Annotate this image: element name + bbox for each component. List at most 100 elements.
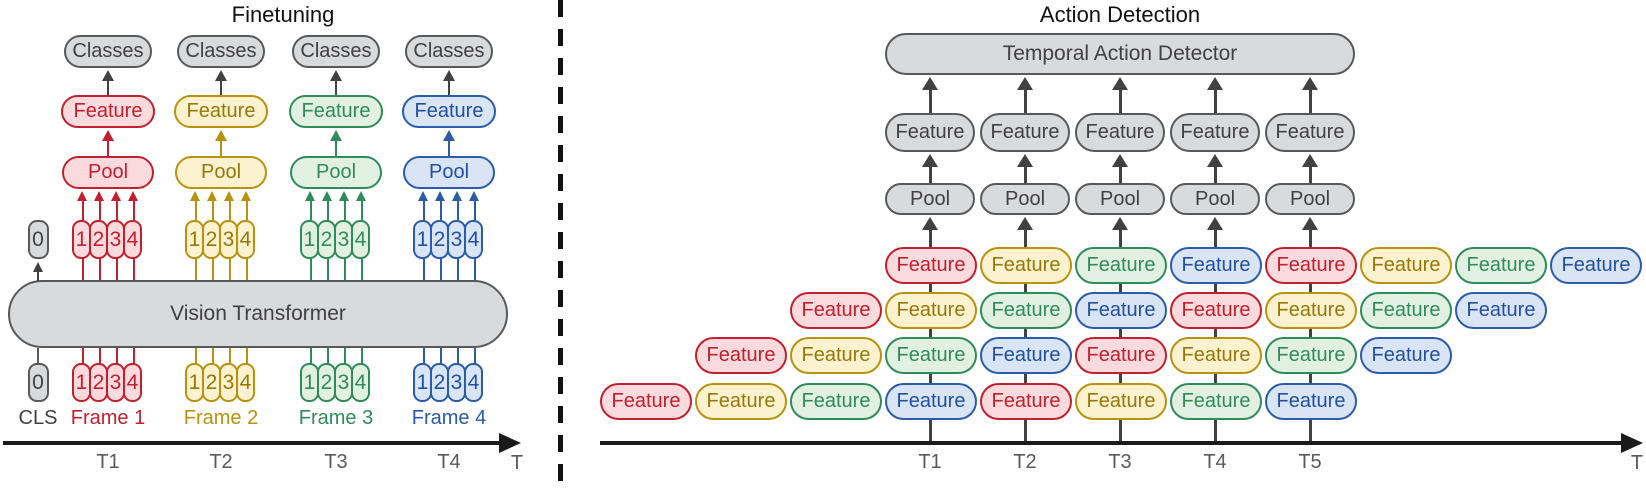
feature-pill-label: Feature (1371, 344, 1441, 366)
feature-pill-label: Feature (1181, 254, 1251, 276)
axis-tick-label: T1 (918, 451, 942, 473)
token-pill-label: 3 (337, 227, 350, 251)
connector-line (360, 199, 363, 220)
pool-box: Pool (885, 183, 975, 215)
up-arrow-icon (32, 262, 43, 272)
up-arrow-icon (94, 191, 104, 201)
connector-line (335, 79, 337, 95)
feature-pill-label: Feature (801, 344, 871, 366)
feature-pill-label: Feature (896, 254, 966, 276)
axis-tick-label: T4 (1203, 451, 1227, 473)
pool-box-label: Pool (909, 187, 951, 210)
token-pill-label: 3 (109, 227, 122, 251)
connector-line (343, 348, 346, 364)
panel-divider (558, 0, 563, 488)
feature-pill-label: Feature (706, 344, 776, 366)
feature-pill: Feature (1075, 292, 1167, 329)
token-pill-label: 4 (467, 370, 480, 394)
connector-line (1213, 228, 1217, 229)
token-pill-label: 2 (92, 227, 105, 251)
cls-label: CLS (18, 407, 58, 429)
up-arrow-icon (1207, 77, 1223, 90)
classes-box: Classes (177, 35, 265, 68)
connector-line (473, 348, 476, 364)
token-pill: 4 (123, 220, 142, 259)
up-arrow-icon (339, 191, 349, 201)
connector-line (1213, 88, 1217, 113)
feature-pill: Feature (980, 247, 1072, 284)
connector-line (37, 270, 39, 281)
axis-arrow-icon (499, 433, 521, 453)
up-arrow-icon (207, 191, 217, 201)
up-arrow-icon (442, 130, 455, 141)
up-arrow-icon (305, 191, 315, 201)
feature-pill: Feature (695, 383, 787, 420)
pool-box: Pool (403, 156, 495, 189)
pool-box: Pool (1265, 183, 1355, 215)
feature-pill: Feature (1170, 383, 1262, 420)
connector-line (422, 199, 425, 220)
connector-line (1308, 228, 1312, 229)
up-arrow-icon (1112, 217, 1128, 230)
connector-line (439, 348, 442, 364)
up-arrow-icon (224, 191, 234, 201)
frame-label: Frame 1 (70, 407, 146, 429)
action-detection-title: Action Detection (1039, 2, 1201, 27)
feature-pill: Feature (885, 383, 977, 420)
connector-line (326, 348, 329, 364)
finetuning-title: Finetuning (231, 2, 335, 27)
connector-line (456, 199, 459, 220)
axis-tick-label: T3 (324, 451, 348, 473)
axis-line (3, 441, 500, 445)
feature-pill-label: Feature (1086, 344, 1156, 366)
connector-line (1023, 88, 1027, 113)
up-arrow-icon (1112, 154, 1128, 167)
token-pill-label: 1 (75, 370, 88, 394)
pool-box: Pool (175, 156, 267, 189)
feature-box: Feature (1075, 113, 1165, 152)
feature-pill-label: Feature (896, 299, 966, 321)
token-pill-label: 1 (416, 227, 429, 251)
connector-line (448, 79, 450, 95)
up-arrow-icon (1207, 154, 1223, 167)
token-pill-label: 3 (337, 370, 350, 394)
connector-line (473, 199, 476, 220)
token-pill-label: 1 (188, 370, 201, 394)
connector-line (228, 258, 231, 281)
connector-line (1308, 165, 1312, 183)
token-pill: 4 (351, 220, 370, 259)
feature-pill-label: Feature (1086, 390, 1156, 412)
connector-line (309, 258, 312, 281)
classes-box-label: Classes (185, 40, 257, 62)
connector-line (928, 228, 932, 443)
cls-token-group: 0 (27, 363, 49, 402)
pool-box-label: Pool (87, 161, 129, 183)
connector-line (115, 258, 118, 281)
connector-line (1308, 228, 1312, 443)
feature-pill: Feature (885, 337, 977, 374)
up-arrow-icon (101, 70, 114, 81)
connector-line (1213, 228, 1217, 443)
feature-pill: Feature (1455, 247, 1547, 284)
axis-end-label: T (1630, 452, 1644, 474)
connector-line (1118, 165, 1122, 183)
feature-pill-label: Feature (991, 299, 1061, 321)
up-arrow-icon (1302, 77, 1318, 90)
feature-box-label: Feature (990, 121, 1060, 143)
token-pill-label: 4 (239, 227, 252, 251)
axis-arrow-icon (1621, 433, 1643, 453)
connector-line (343, 258, 346, 281)
connector-line (115, 348, 118, 364)
axis-end-label: T (510, 452, 524, 474)
feature-pill: Feature (1550, 247, 1642, 284)
feature-pill-label: Feature (1181, 344, 1251, 366)
feature-pill: Feature (980, 383, 1072, 420)
pool-box: Pool (1075, 183, 1165, 215)
feature-pill: Feature (790, 383, 882, 420)
connector-line (928, 88, 932, 113)
axis-tick-label: T1 (96, 451, 120, 473)
connector-line (81, 199, 84, 220)
feature-pill-label: Feature (1276, 344, 1346, 366)
